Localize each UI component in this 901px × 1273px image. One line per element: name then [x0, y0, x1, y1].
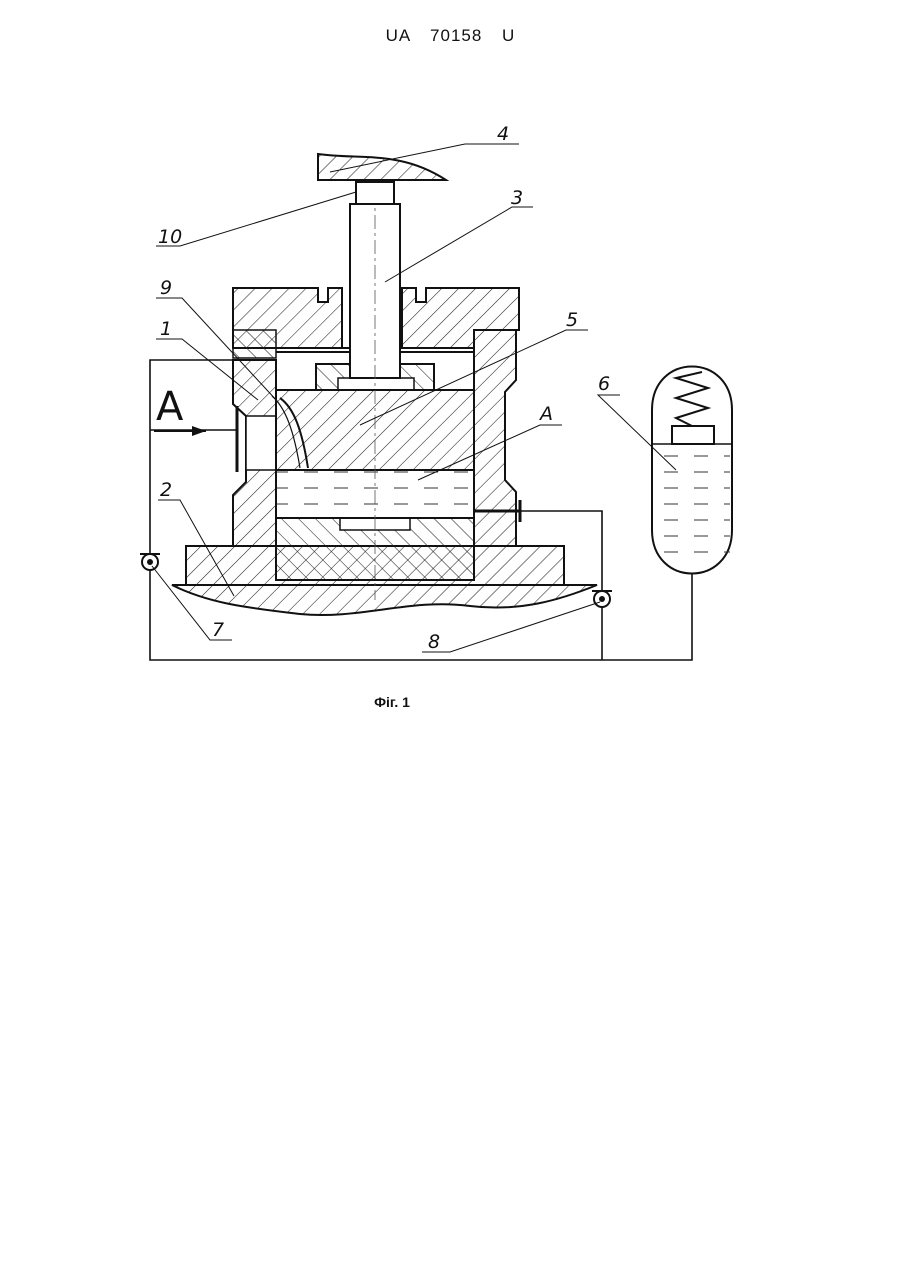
check-valve-7	[140, 554, 160, 570]
check-valve-8	[592, 591, 612, 607]
figure-caption: Фіг. 1	[0, 694, 784, 710]
callout-8: 8	[428, 631, 440, 653]
callout-4: 4	[497, 123, 509, 145]
cavity-label-a: А	[538, 403, 553, 425]
callout-9: 9	[160, 277, 172, 299]
callout-2: 2	[160, 479, 172, 501]
callout-3: 3	[511, 187, 523, 209]
callout-7: 7	[212, 619, 224, 641]
view-a-label: А	[156, 384, 184, 430]
callout-5: 5	[566, 309, 578, 331]
press-ram	[318, 154, 446, 180]
accumulator	[652, 367, 732, 574]
callout-1: 1	[160, 318, 172, 340]
callout-10: 10	[158, 226, 182, 248]
side-window	[246, 416, 276, 470]
callout-6: 6	[598, 373, 610, 395]
foundation	[172, 585, 597, 615]
